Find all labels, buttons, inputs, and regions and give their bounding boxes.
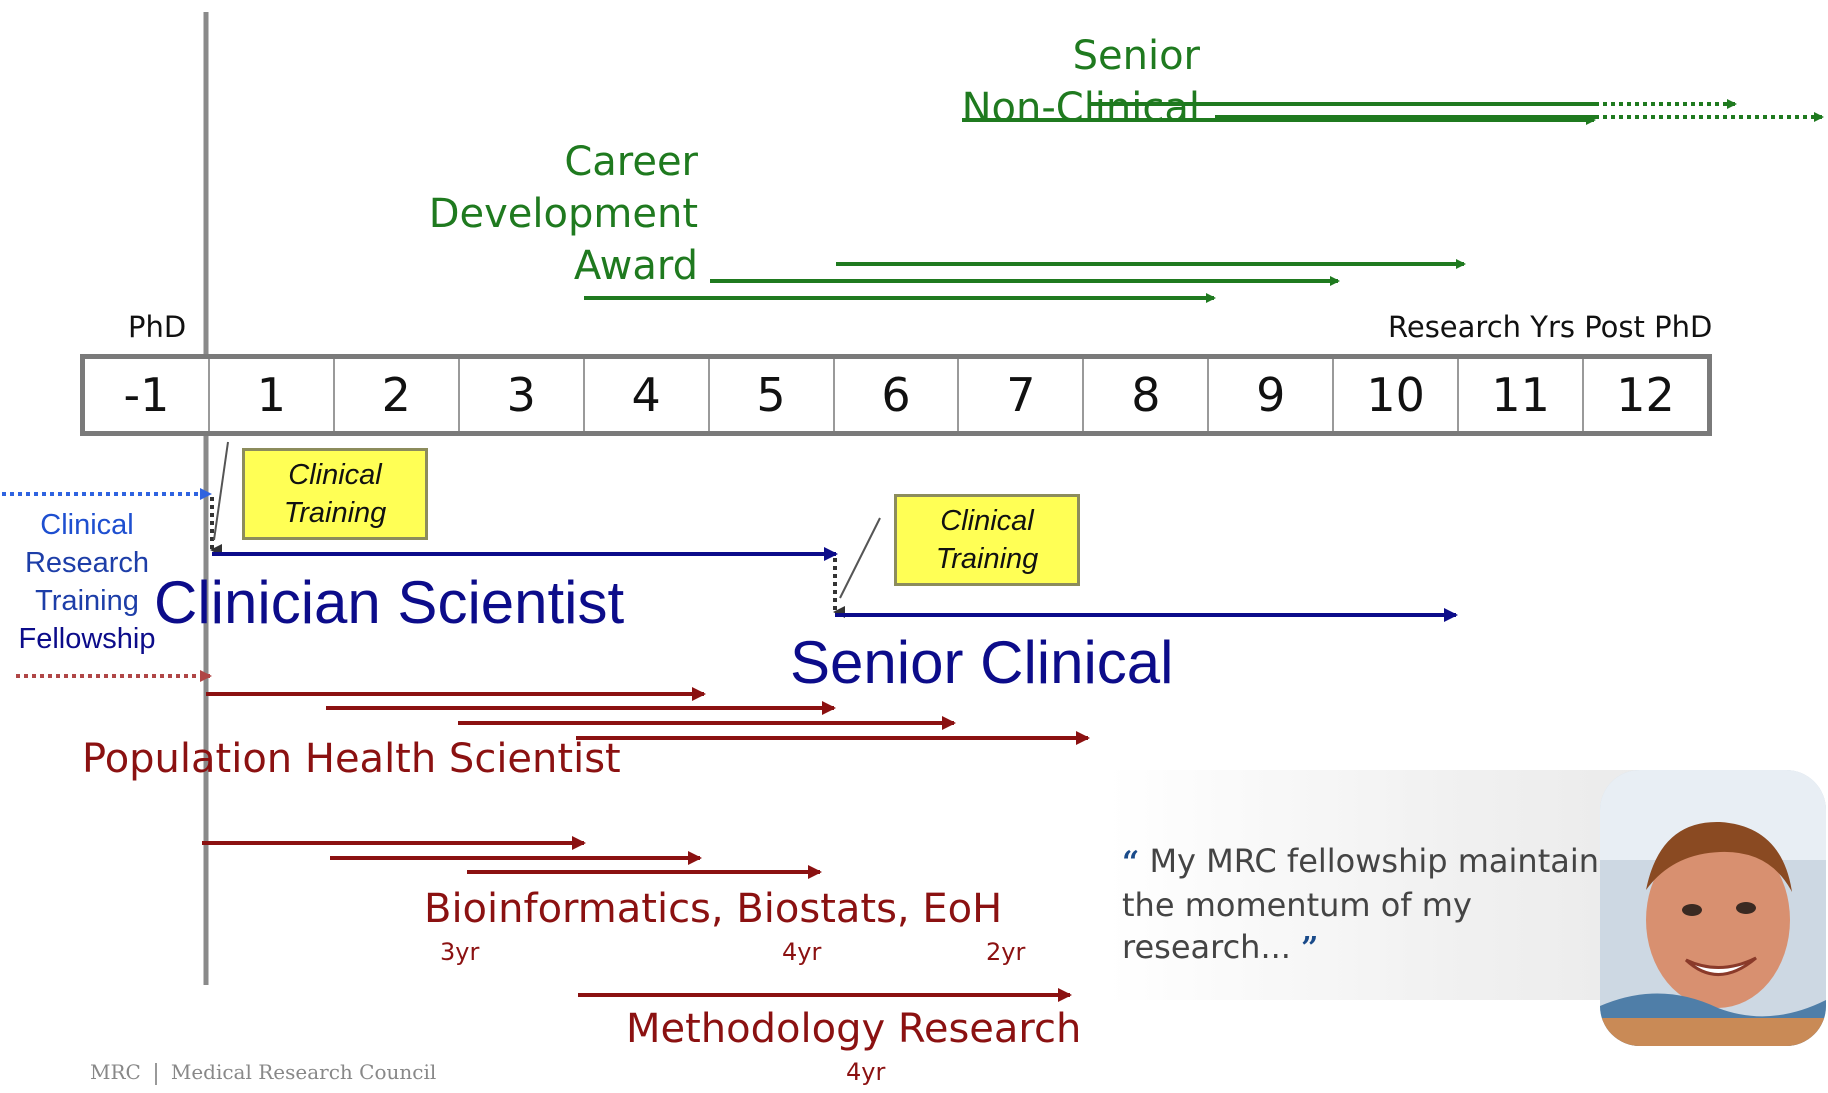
year-cell: 7 [959,359,1085,431]
fellow-photo [1600,770,1826,1046]
year-cell: 9 [1209,359,1335,431]
open-quote-mark: “ [1122,845,1140,880]
year-cell: 5 [710,359,835,431]
clinician-scientist-label: Clinician Scientist [154,569,625,636]
label-line: Career [564,139,698,185]
testimonial-quote: “ My MRC fellowship maintained the momen… [1108,770,1668,1000]
portrait-illustration [1600,770,1826,1046]
year-cell: 1 [210,359,335,431]
year-cell: 6 [835,359,960,431]
methodology-duration: 4yr [846,1058,886,1086]
label-line: Training [35,585,139,617]
axis-caption: Research Yrs Post PhD [1388,310,1713,344]
note-line: Clinical [940,505,1034,537]
clinical-training-note-2: Clinical Training [894,494,1080,586]
footer-divider [154,1062,157,1085]
senior-clinical-label: Senior Clinical [790,629,1174,696]
ct1-pointer [213,441,229,541]
label-line: Fellowship [18,623,156,655]
label-line: Senior [1072,33,1200,79]
senior-nonclinical-label: Senior Non-Clinical [940,30,1200,134]
methodology-label: Methodology Research [626,1006,1082,1052]
label-line: Research [24,547,150,579]
year-cell: 4 [585,359,710,431]
year-cell: 8 [1084,359,1210,431]
year-cell: 2 [335,359,460,431]
org-full: Medical Research Council [170,1060,437,1084]
bio-duration-3yr: 3yr [440,938,480,966]
year-cell: 12 [1616,368,1675,422]
year-timeline: -1 1 2 3 4 5 6 7 8 9 10 11 12 [80,354,1712,436]
bioinformatics-label: Bioinformatics, Biostats, EoH [424,886,1003,932]
population-health-label: Population Health Scientist [82,736,621,782]
phd-label: PhD [128,310,187,344]
career-development-label: Career Development Award [380,136,698,292]
clinical-training-note-1: Clinical Training [242,448,428,540]
org-short: MRC [90,1060,141,1084]
bio-duration-2yr: 2yr [986,938,1026,966]
year-cell: 3 [460,359,585,431]
note-line: Clinical [288,459,382,491]
note-line: Training [935,543,1039,575]
label-line: Development [428,191,698,237]
year-cell: 10 [1334,359,1460,431]
quote-text: My MRC fellowship maintained the momentu… [1122,842,1640,966]
year-cell: 11 [1459,359,1585,431]
label-line: Award [573,243,698,289]
note-line: Training [283,497,387,529]
ct2-pointer [839,517,881,599]
label-line: Non-Clinical [961,85,1200,131]
bio-duration-4yr: 4yr [782,938,822,966]
mrc-footer-logo: MRC Medical Research Council [90,1060,436,1085]
year-cell: -1 [85,359,210,431]
crtf-label: Clinical Research Training Fellowship [4,506,170,658]
close-quote-mark: ” [1301,931,1319,966]
quote-text-block: “ My MRC fellowship maintained the momen… [1122,840,1642,970]
label-line: Clinical [40,509,134,541]
